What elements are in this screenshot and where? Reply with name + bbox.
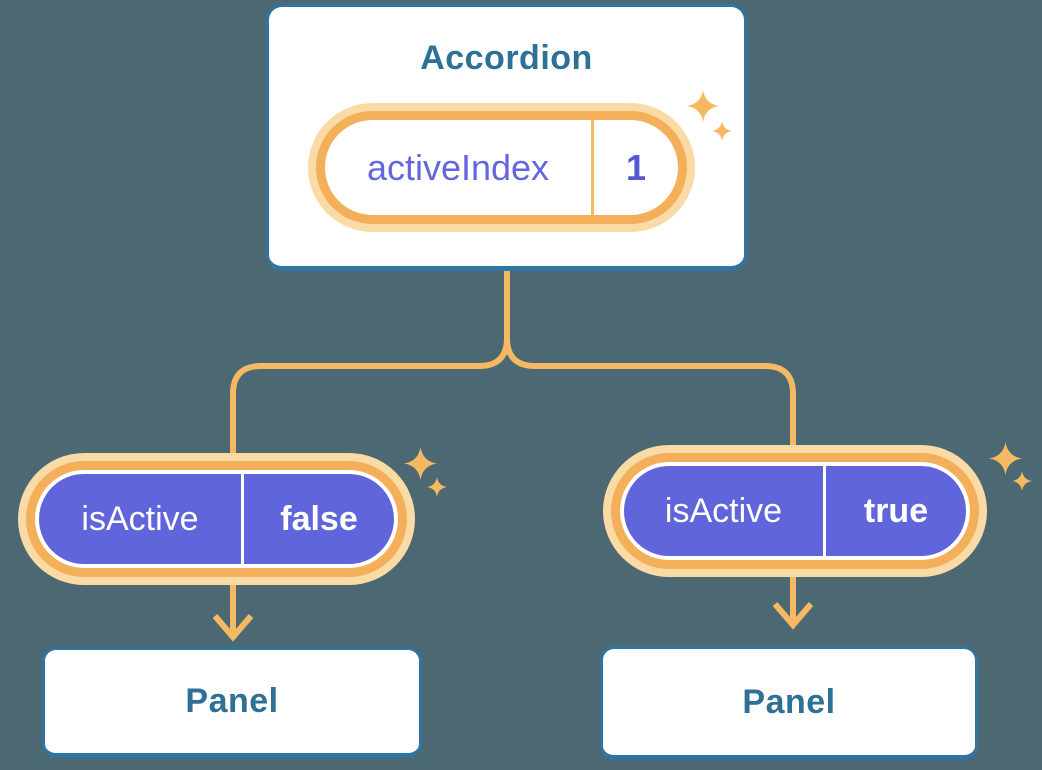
prop-pill-left: isActive false [35,470,398,568]
sparkle-icon [687,90,719,122]
prop-pill-divider [823,466,826,556]
accordion-title: Accordion [420,39,593,77]
prop-name-right: isActive [664,491,783,530]
arrow-head-left [212,614,254,642]
prop-pill-divider [241,474,244,564]
panel-title-right: Panel [742,682,836,721]
panel-node-left: Panel [42,647,422,758]
prop-value-right: true [863,491,929,530]
branch-line-right [504,271,796,450]
prop-value-left: false [280,499,358,538]
sparkle-icon [427,477,447,497]
state-pill-divider [591,120,594,215]
arrow-head-right [772,602,814,630]
state-pill: activeIndex 1 [316,111,687,224]
prop-pill-right: isActive true [620,462,970,560]
state-value: 1 [625,146,647,188]
prop-name-left: isActive [81,499,199,538]
sparkle-icon [1012,471,1032,491]
panel-node-right: Panel [600,646,978,760]
sparkle-icon [989,442,1022,475]
branch-line-left [230,271,510,458]
state-name: activeIndex [366,146,550,188]
sparkle-icon [404,447,437,480]
panel-title-left: Panel [185,682,279,720]
sparkle-icon [712,121,732,141]
